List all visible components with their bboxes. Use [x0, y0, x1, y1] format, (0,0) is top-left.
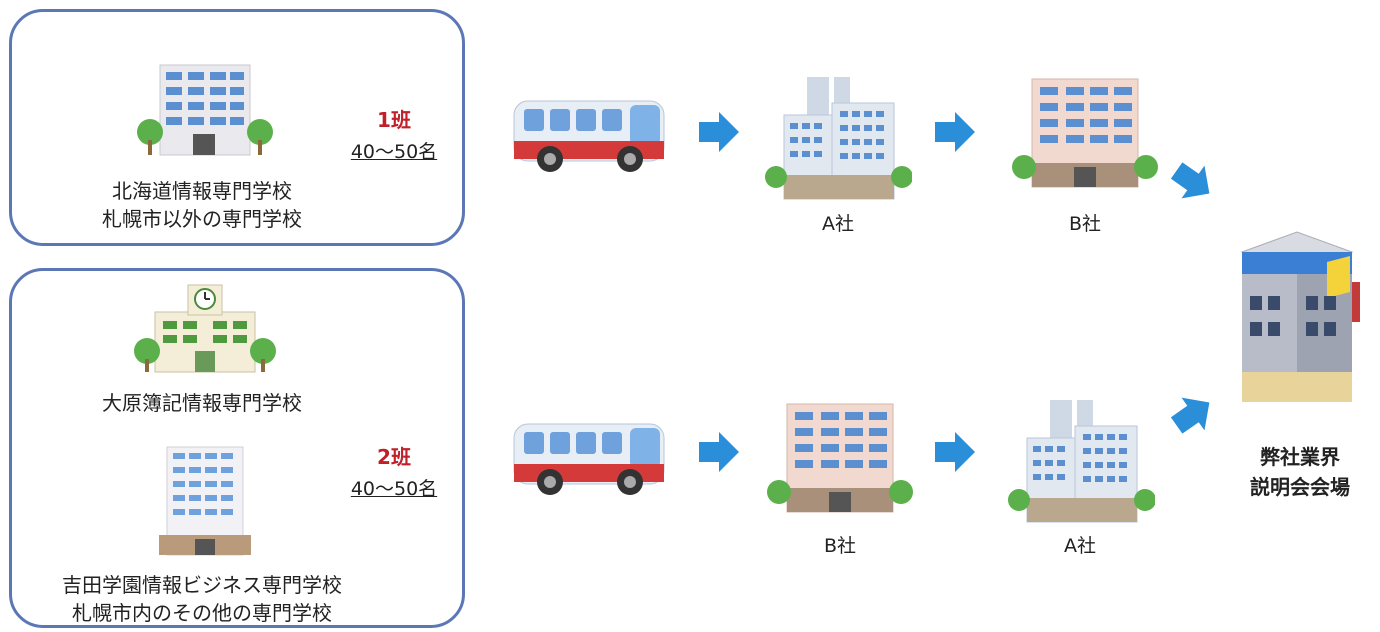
group-2-box: 大原簿記情報専門学校 吉田学園情報ビジネス専門学校 札幌市内のその他の専門学校 … — [9, 268, 465, 628]
group-name: 1班 — [377, 108, 411, 132]
group-label-2: 2班 40〜50名 — [339, 441, 449, 501]
bus-icon — [513, 423, 665, 495]
company-label: B社 — [823, 535, 857, 557]
arrow-right-icon — [1171, 397, 1210, 434]
company-label: A社 — [822, 213, 854, 235]
group-name: 2班 — [377, 445, 411, 469]
venue-label: 弊社業界 説明会会場 — [1250, 445, 1350, 499]
office-tower-icon — [1008, 400, 1155, 523]
office-building-icon — [767, 403, 913, 513]
group-1-box: 北海道情報専門学校 札幌市以外の専門学校 1班 40〜50名 — [9, 9, 465, 246]
arrow-right-icon — [935, 432, 975, 472]
company-label: A社 — [1064, 535, 1096, 557]
company-label: B社 — [1068, 213, 1102, 235]
arrow-right-icon — [1171, 162, 1210, 199]
school-label-1: 北海道情報専門学校 札幌市以外の専門学校 — [102, 179, 302, 231]
group-count: 40〜50名 — [350, 141, 438, 163]
office-tower-icon — [765, 77, 912, 200]
office-building-icon — [1012, 78, 1158, 188]
school-label-2b: 吉田学園情報ビジネス専門学校 札幌市内のその他の専門学校 — [62, 573, 342, 625]
group-count: 40〜50名 — [350, 478, 438, 500]
arrow-right-icon — [699, 112, 739, 152]
school-building-icon — [159, 446, 251, 556]
venue-building-icon — [1240, 231, 1360, 402]
group-label-1: 1班 40〜50名 — [339, 104, 449, 164]
school-building-icon — [137, 64, 273, 156]
arrow-right-icon — [935, 112, 975, 152]
arrow-right-icon — [699, 432, 739, 472]
school-label-2a: 大原簿記情報専門学校 — [102, 391, 302, 415]
school-clock-building-icon — [134, 284, 276, 373]
bus-icon — [513, 100, 665, 172]
